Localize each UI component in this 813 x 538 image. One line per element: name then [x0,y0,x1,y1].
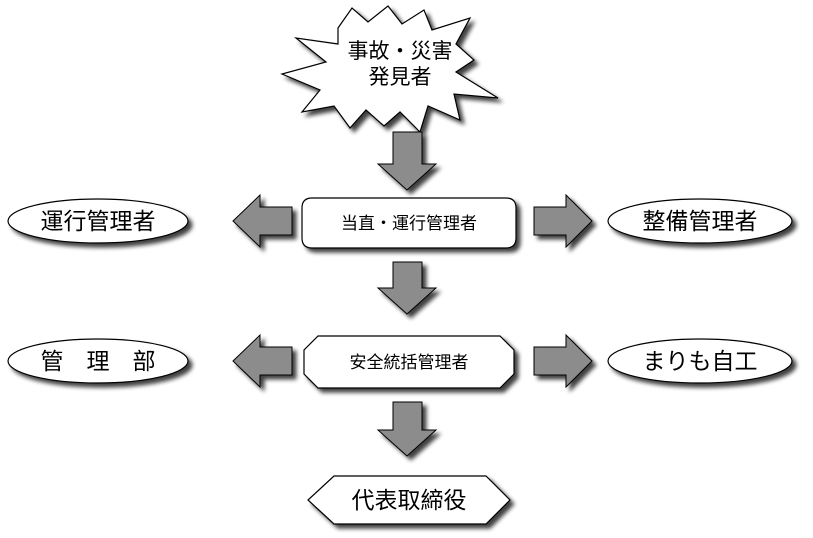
final-hexagon [307,475,511,525]
level2-left-node: 管 理 部 [7,338,189,384]
left-arrow-2 [232,333,293,389]
burst-shape [280,5,499,134]
burst-line-2: 発見者 [369,65,432,89]
level2-center-box [303,335,515,389]
level1-center-node: 当直・運行管理者 [301,197,517,249]
level1-right-node: 整備管理者 [607,198,793,244]
level1-right-ellipse [607,198,793,244]
level1-left-ellipse [7,198,189,244]
level1-center-label: 当直・運行管理者 [341,214,477,234]
level2-center-label: 安全統括管理者 [350,353,469,373]
right-arrow-2 [533,333,593,389]
level2-center-node: 安全統括管理者 [303,335,515,389]
level1-right-label: 整備管理者 [643,209,758,235]
right-arrow-1 [533,193,593,249]
left-arrow-1 [232,193,293,249]
level1-left-node: 運行管理者 [7,198,189,244]
down-arrow-2 [376,261,438,315]
level2-left-ellipse [7,338,189,384]
final-node: 代表取締役 [307,475,511,525]
final-label: 代表取締役 [352,488,467,514]
level1-left-label: 運行管理者 [41,209,156,235]
level2-left-label: 管 理 部 [41,349,156,375]
down-arrow-3 [376,401,438,457]
down-arrow-1 [376,131,438,191]
start-burst-node: 事故・災害 発見者 [280,5,499,134]
burst-line-1: 事故・災害 [348,39,453,63]
level1-center-box [301,197,517,249]
level2-right-ellipse [607,338,793,384]
level2-right-label: まりも自工 [643,349,758,375]
level2-right-node: まりも自工 [607,338,793,384]
